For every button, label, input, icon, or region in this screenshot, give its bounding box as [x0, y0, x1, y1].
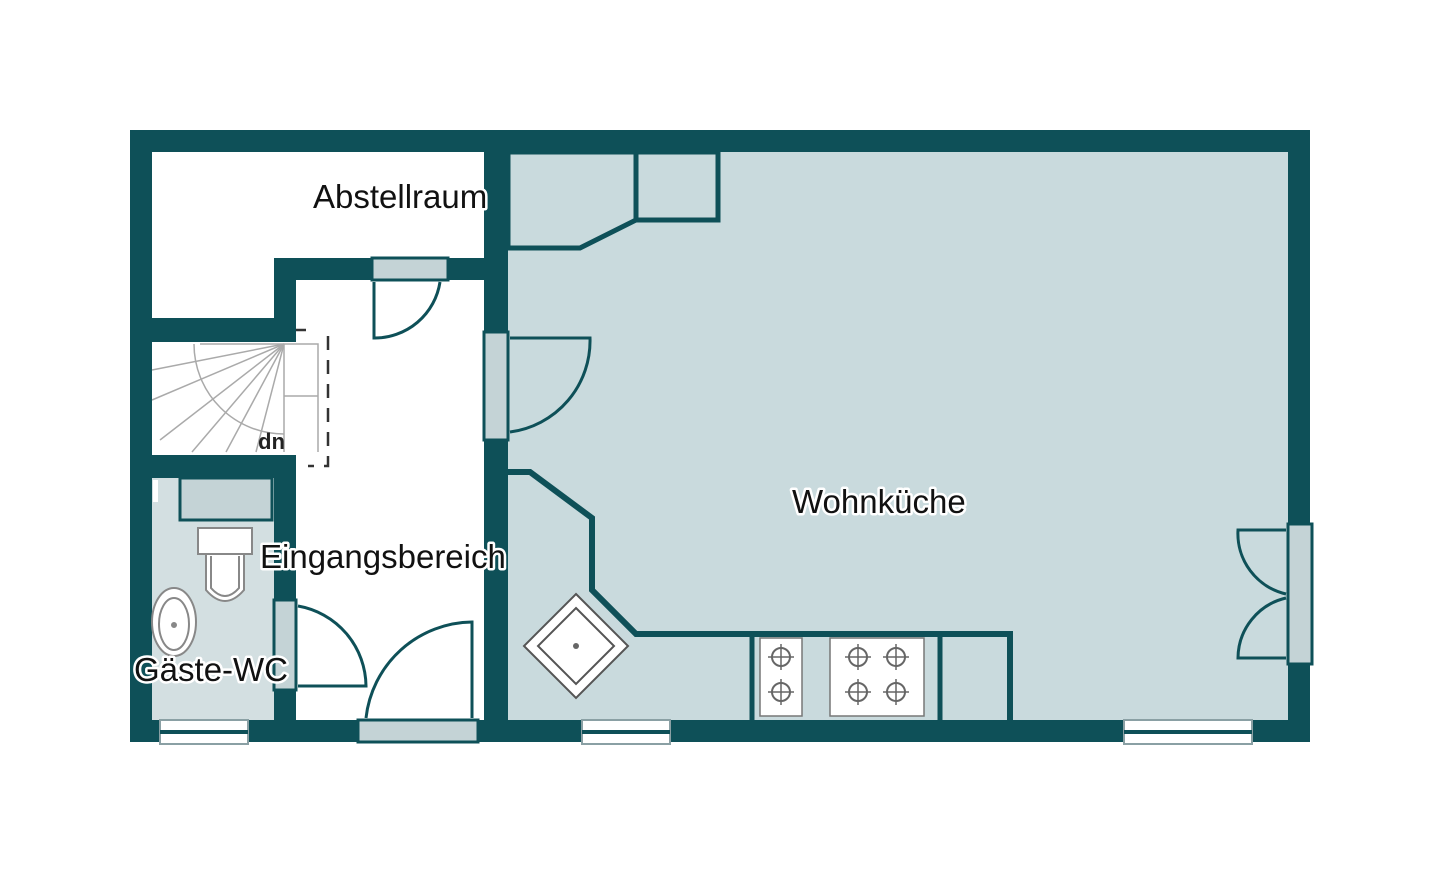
counter-bottom: [508, 469, 1013, 720]
wohnkueche-floor: [508, 152, 1288, 720]
toilet-icon: [197, 527, 253, 602]
wall-mark: [153, 480, 158, 502]
stove-icon: [759, 637, 925, 717]
sink-icon: [522, 592, 630, 700]
staircase: [151, 328, 330, 468]
wc-shelf: [178, 476, 274, 522]
door-swings: [297, 281, 1287, 719]
room-label-wohnkueche: Wohnküche: [792, 483, 966, 520]
windows: [159, 719, 1253, 745]
room-label-eingangsbereich: Eingangsbereich: [260, 538, 506, 575]
stair-label: up: [258, 432, 285, 457]
doors: [272, 256, 1314, 744]
washbasin-icon: [151, 587, 197, 657]
room-label-abstellraum: Abstellraum: [313, 178, 487, 215]
room-label-gaeste-wc: Gäste-WC: [134, 651, 288, 688]
